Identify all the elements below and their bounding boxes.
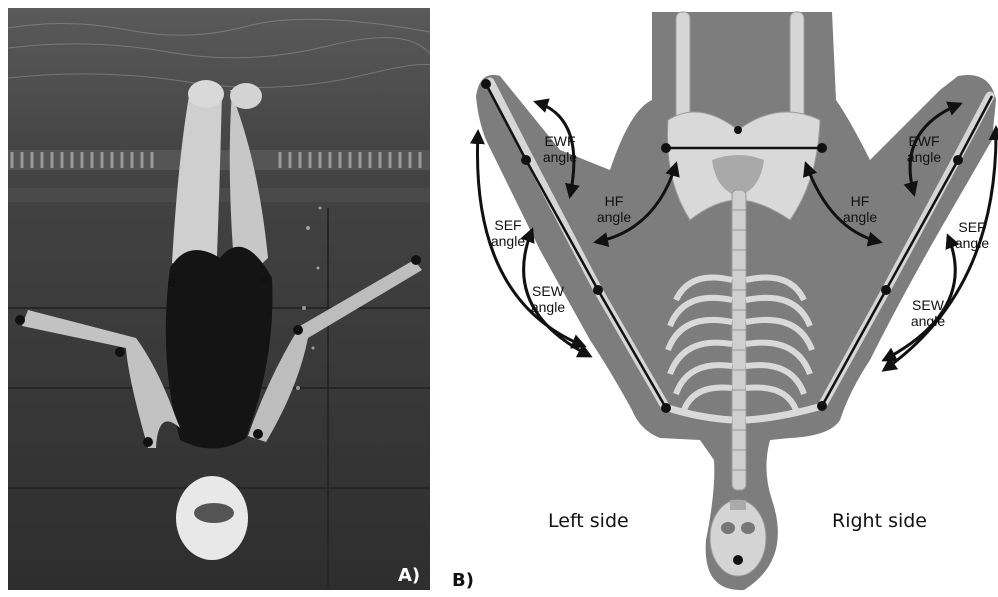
marker-left-elbow bbox=[593, 285, 603, 295]
left-hf-sublabel: angle bbox=[597, 209, 631, 225]
spine bbox=[732, 190, 746, 490]
left-sef-label: SEF bbox=[494, 217, 521, 233]
marker-right-shoulder bbox=[253, 429, 263, 439]
marker-right-hip bbox=[260, 276, 268, 284]
marker-right-shoulder bbox=[817, 401, 827, 411]
marker-left-hip bbox=[661, 143, 671, 153]
right-side-label: Right side bbox=[832, 510, 927, 532]
marker-right-wrist bbox=[953, 155, 963, 165]
marker-left-fingertip bbox=[481, 79, 491, 89]
marker-right-hip bbox=[817, 143, 827, 153]
left-sew-label: SEW bbox=[532, 283, 565, 299]
right-sef-label: SEF bbox=[958, 219, 985, 235]
left-sew-sublabel: angle bbox=[531, 299, 565, 315]
left-hf-label: HF bbox=[605, 193, 624, 209]
marker-right-wrist bbox=[411, 255, 421, 265]
panel-b-label: B) bbox=[452, 570, 474, 591]
marker-head bbox=[733, 555, 743, 565]
marker-left-shoulder bbox=[143, 437, 153, 447]
marker-right-elbow bbox=[881, 285, 891, 295]
left-ewf-label: EWF bbox=[544, 133, 575, 149]
skeleton-panel: EWF angle HF angle SEF angle SEW angle E… bbox=[440, 0, 998, 592]
skeleton-diagram: EWF angle HF angle SEF angle SEW angle E… bbox=[440, 0, 998, 592]
right-sew-label: SEW bbox=[912, 297, 945, 313]
panel-a-label: A) bbox=[398, 565, 420, 586]
marker-right-elbow bbox=[293, 325, 303, 335]
photo-panel: A) bbox=[8, 8, 430, 590]
right-ewf-sublabel: angle bbox=[907, 149, 941, 165]
marker-left-hip bbox=[168, 279, 176, 287]
marker-left-wrist bbox=[15, 315, 25, 325]
right-sew-sublabel: angle bbox=[911, 313, 945, 329]
left-side-label: Left side bbox=[548, 510, 629, 532]
marker-pelvis-center bbox=[734, 126, 742, 134]
marker-left-wrist bbox=[521, 155, 531, 165]
left-sef-sublabel: angle bbox=[491, 233, 525, 249]
right-sef-sublabel: angle bbox=[955, 235, 989, 251]
right-hf-sublabel: angle bbox=[843, 209, 877, 225]
right-hf-label: HF bbox=[851, 193, 870, 209]
left-ewf-sublabel: angle bbox=[543, 149, 577, 165]
swimmer-photo: A) bbox=[8, 8, 430, 590]
right-ewf-label: EWF bbox=[908, 133, 939, 149]
marker-left-elbow bbox=[115, 347, 125, 357]
marker-left-shoulder bbox=[661, 403, 671, 413]
